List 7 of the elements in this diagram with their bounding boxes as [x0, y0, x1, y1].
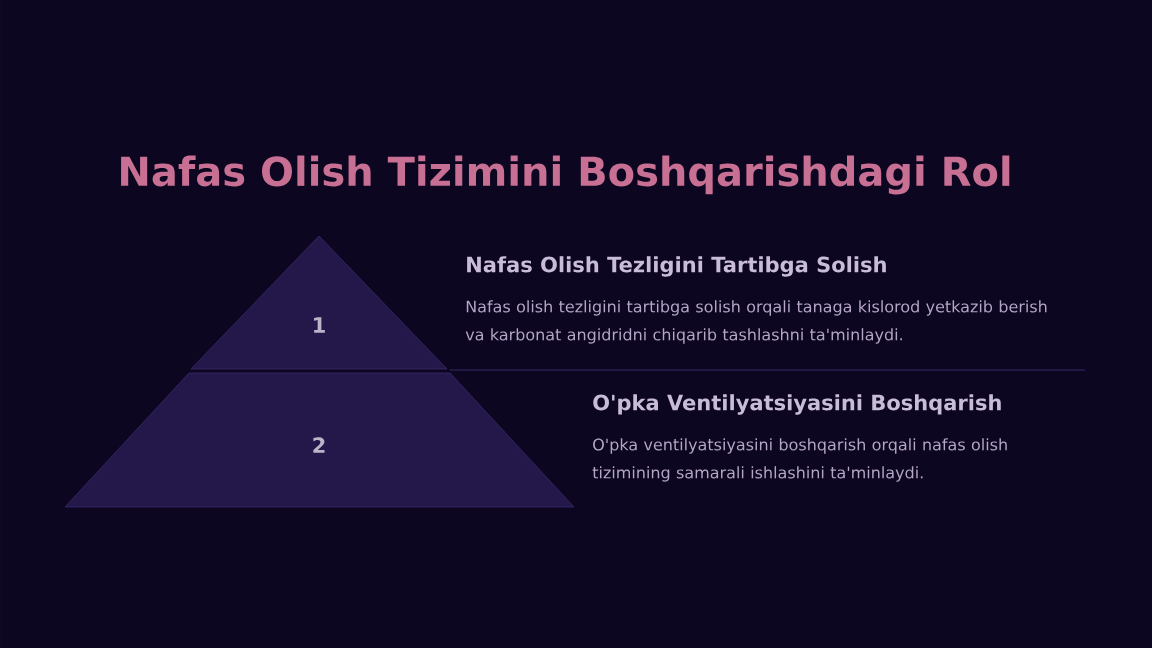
heading: O'pka Ventilyatsiyasini Boshqarish	[593, 394, 1001, 415]
title: Nafas Olish Tizimini Boshqarishdagi Rol	[121, 155, 1010, 195]
description: O'pka ventilyatsiyasini boshqarish orqali nafas olish tizimining samarali ishlashini ta'minlaydi.	[592, 438, 1007, 482]
heading: Nafas Olish Tezligini Tartibga Solish	[467, 256, 886, 277]
pyramid-level: 2	[64, 372, 575, 508]
description: Nafas olish tezligini tartibga solish orqali tanaga kislorod yetkazib berish va karbonat angidridni chiqarib tashlashni ta'minlaydi.	[465, 300, 1047, 344]
pyramid-level: 1	[190, 235, 448, 370]
